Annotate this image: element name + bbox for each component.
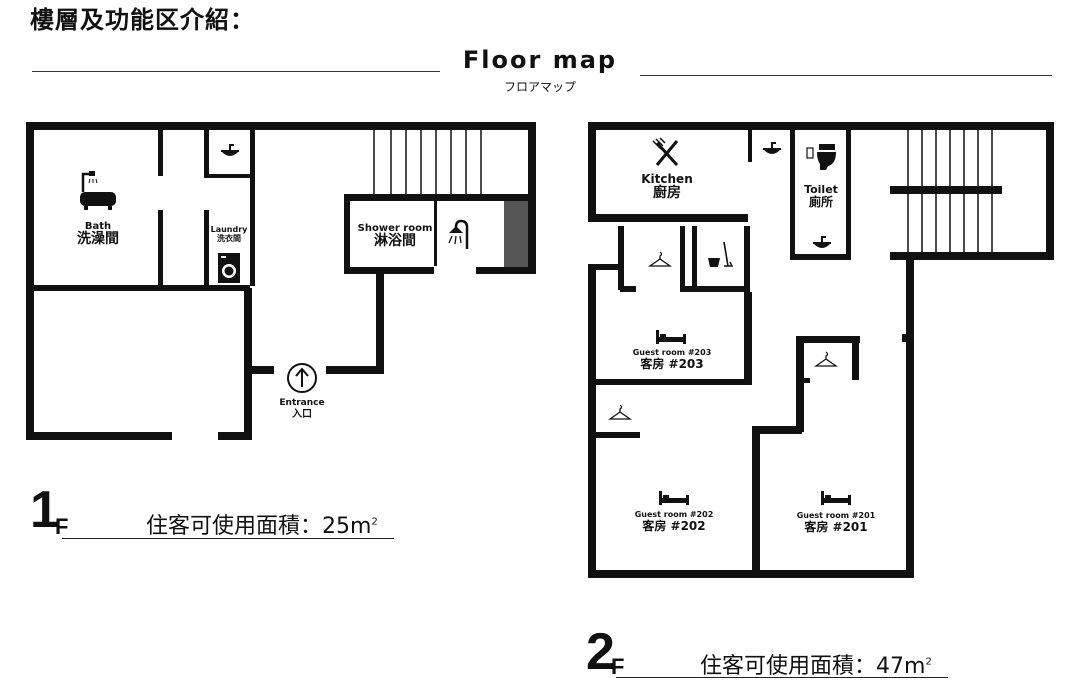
toilet-label: Toilet 廁所	[804, 183, 838, 210]
guest-room-203-label: Guest room #203 客房 #203	[632, 348, 712, 371]
entrance-arrow-icon	[287, 363, 317, 393]
bath-label: Bath 洗澡間	[77, 221, 119, 247]
stairs-1f	[373, 130, 482, 194]
toilet-icon	[806, 144, 836, 170]
guest-room-201-label: Guest room #201 客房 #201	[796, 511, 876, 534]
header-rule-left	[32, 71, 440, 72]
floor-1f-area: 住客可使用面積：25m2	[146, 514, 378, 539]
header-rule-right	[640, 75, 1052, 76]
sink-icon	[813, 236, 831, 248]
sink-icon	[763, 142, 781, 154]
walls-1f	[26, 122, 536, 440]
shower-room-label: Shower room 淋浴間	[357, 223, 433, 249]
mop-bucket-icon	[708, 241, 734, 267]
hanger-icon	[609, 404, 631, 420]
walls-2f	[588, 122, 1054, 578]
stairs-2f	[907, 130, 993, 252]
kitchen-utensils-icon	[652, 137, 679, 167]
map-title: Floor map	[462, 46, 618, 74]
shower-icon	[448, 219, 469, 249]
map-subtitle: フロアマップ	[503, 80, 576, 94]
hanger-icon	[815, 351, 837, 367]
bed-icon	[821, 491, 851, 505]
kitchen-label: Kitchen 廚房	[641, 172, 693, 202]
floor-2f-area: 住客可使用面積：47m2	[700, 654, 932, 679]
guest-room-202-label: Guest room #202 客房 #202	[634, 510, 714, 533]
sink-icon	[221, 144, 239, 156]
floor-1f-rule	[62, 538, 394, 539]
shower-shadow	[504, 201, 528, 267]
bed-icon	[656, 330, 686, 344]
laundry-label: Laundry 洗衣間	[210, 225, 248, 243]
floor-2f-rule	[616, 677, 948, 678]
page-title: 樓層及功能区介紹：	[30, 6, 255, 34]
washing-machine-icon	[218, 253, 240, 283]
bathtub-icon	[80, 171, 116, 210]
hanger-icon	[649, 251, 671, 267]
entrance-label: Entrance 入口	[279, 398, 325, 420]
bed-icon	[659, 491, 689, 505]
